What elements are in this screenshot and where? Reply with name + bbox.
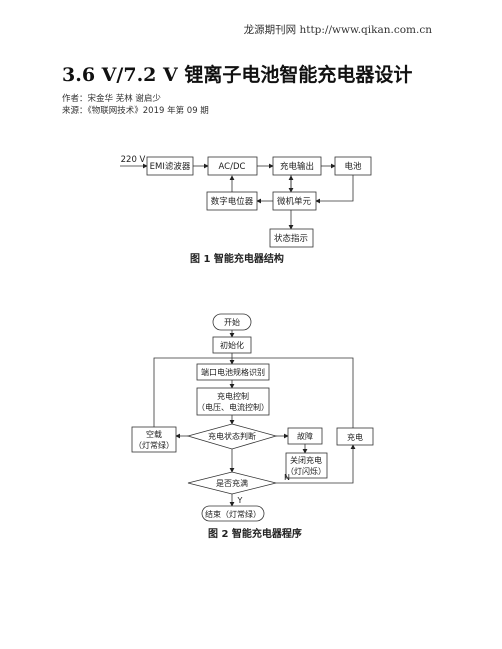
state-judge-diamond	[186, 423, 278, 450]
charge-control-label-2: （电压、电流控制）	[197, 402, 269, 412]
status-label: 状态指示	[274, 233, 308, 244]
mcu-label: 微机单元	[277, 196, 312, 207]
full-check-label: 是否充满	[216, 478, 248, 488]
emi-filter-label: EMI滤波器	[150, 161, 191, 172]
article-authors: 作者：宋金华 芜林 谢启少	[62, 94, 161, 104]
charge-control-box	[196, 387, 270, 416]
idle-label-2: （灯常绿）	[134, 440, 174, 450]
status-box	[269, 228, 314, 248]
article-source: 来源：《物联网技术》2019 年第 09 期	[62, 106, 209, 116]
fault-label: 故障	[297, 431, 313, 441]
charge-output-label: 充电输出	[280, 161, 314, 172]
digital-pot-box	[206, 191, 258, 211]
charging-box	[336, 427, 374, 446]
article-title: 3.6 V/7.2 V 锂离子电池智能充电器设计	[62, 64, 413, 86]
no-label: N	[284, 473, 290, 482]
input-voltage-label: 220 V	[121, 155, 146, 165]
start-label: 开始	[224, 317, 240, 327]
acdc-box	[207, 156, 258, 176]
shutdown-box	[285, 452, 328, 479]
port-detect-label: 端口电池规格识别	[201, 367, 265, 377]
mcu-box	[272, 191, 317, 211]
emi-filter-box	[146, 156, 194, 176]
charging-label: 充电	[347, 432, 363, 442]
battery-label: 电池	[344, 161, 362, 172]
battery-box	[334, 156, 372, 176]
figure1-caption: 图 1 智能充电器结构	[190, 252, 284, 265]
shutdown-label-1: 关闭充电	[290, 455, 322, 465]
idle-label-1: 空载	[146, 429, 162, 439]
end-label: 结束（灯常绿）	[205, 509, 261, 519]
digital-pot-label: 数字电位器	[211, 196, 254, 207]
init-box	[212, 336, 252, 354]
shutdown-label-2: （灯闪烁）	[286, 466, 326, 476]
acdc-label: AC/DC	[219, 162, 246, 172]
fault-box	[287, 427, 323, 445]
figure2-caption: 图 2 智能充电器程序	[208, 527, 302, 540]
charge-control-label-1: 充电控制	[217, 391, 249, 401]
idle-box	[131, 426, 177, 453]
end-box	[201, 505, 265, 522]
start-box	[212, 313, 252, 331]
init-label: 初始化	[220, 340, 244, 350]
yes-label: Y	[237, 496, 243, 505]
full-check-diamond	[187, 471, 277, 495]
site-header: 龙源期刊网 http://www.qikan.com.cn	[243, 24, 432, 36]
state-judge-label: 充电状态判断	[208, 431, 256, 441]
charge-output-box	[272, 156, 322, 176]
port-detect-box	[196, 363, 270, 381]
